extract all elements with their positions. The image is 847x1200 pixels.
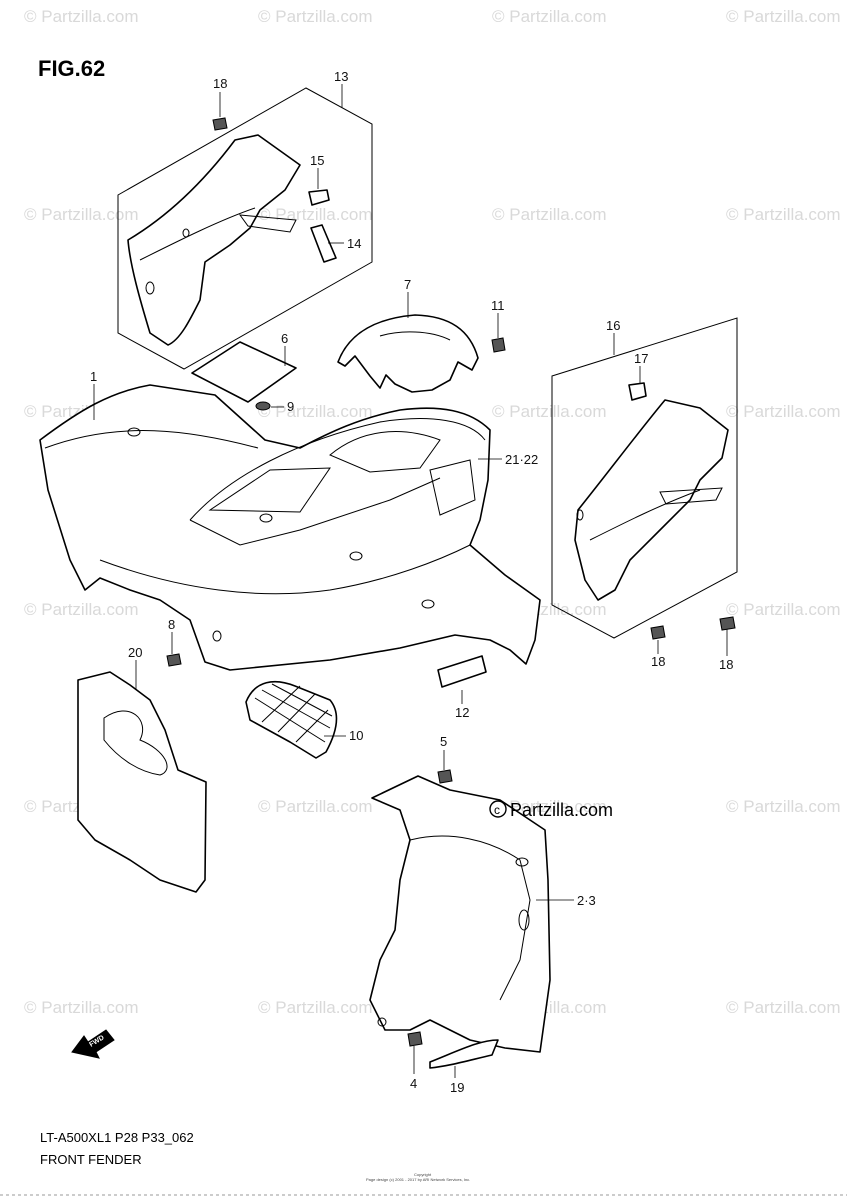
- callout-17[interactable]: 17: [634, 351, 648, 366]
- watermark-text: © Partzilla.com: [726, 797, 841, 816]
- part-18-screw-right[interactable]: [719, 616, 736, 631]
- callout-15[interactable]: 15: [310, 153, 324, 168]
- callout-6[interactable]: 6: [281, 331, 288, 346]
- figure-title: FIG.62: [38, 56, 105, 81]
- watermark-text: © Partzilla.com: [258, 998, 373, 1017]
- watermark-text: © Partzilla.com: [726, 402, 841, 421]
- watermark-text: © Partzilla.com: [492, 7, 607, 26]
- brand-text: Partzilla.com: [510, 800, 613, 820]
- part-8-screw[interactable]: [166, 653, 182, 667]
- part-11-nut[interactable]: [491, 337, 506, 353]
- callout-18-mid[interactable]: 18: [651, 654, 665, 669]
- callouts: 18 13 15 14 7 11 16 17 6 1 9 21·22 8 20 …: [90, 69, 733, 1095]
- part-13-group: [117, 87, 373, 370]
- group-box-13: [117, 87, 373, 370]
- copyright-line-1: Copyright: [414, 1172, 432, 1177]
- callout-16[interactable]: 16: [606, 318, 620, 333]
- watermark-text: © Partzilla.com: [24, 205, 139, 224]
- part-13-inner-panel[interactable]: [127, 134, 301, 346]
- group-box-16: [551, 317, 738, 639]
- watermark-text: © Partzilla.com: [726, 205, 841, 224]
- callout-20[interactable]: 20: [128, 645, 142, 660]
- part-18-screw-mid[interactable]: [650, 625, 666, 640]
- callout-7[interactable]: 7: [404, 277, 411, 292]
- part-1-front-fender[interactable]: [39, 384, 541, 671]
- part-2-3-inner-fender[interactable]: [369, 775, 551, 1053]
- fwd-arrow-icon: FWD: [71, 1029, 115, 1059]
- callout-18-top[interactable]: 18: [213, 76, 227, 91]
- callout-10[interactable]: 10: [349, 728, 363, 743]
- watermark-text: © Partzilla.com: [24, 600, 139, 619]
- footer-section-title: FRONT FENDER: [40, 1152, 142, 1167]
- part-4-screw[interactable]: [407, 1031, 423, 1047]
- watermark-text: © Partzilla.com: [492, 205, 607, 224]
- callout-5[interactable]: 5: [440, 734, 447, 749]
- callout-4[interactable]: 4: [410, 1076, 417, 1091]
- part-15-cap[interactable]: [308, 189, 330, 206]
- part-17-cap[interactable]: [628, 382, 647, 401]
- part-5-screw[interactable]: [437, 769, 453, 784]
- footer-model-code: LT-A500XL1 P28 P33_062: [40, 1130, 194, 1145]
- part-10-grille[interactable]: [245, 680, 338, 759]
- watermark-text: © Partzilla.com: [258, 797, 373, 816]
- callout-14[interactable]: 14: [347, 236, 361, 251]
- partzilla-brand-mark: c Partzilla.com: [489, 800, 613, 820]
- part-9-grommet[interactable]: [255, 401, 271, 411]
- watermark-text: © Partzilla.com: [24, 998, 139, 1017]
- callout-9[interactable]: 9: [287, 399, 294, 414]
- part-7-center-cover[interactable]: [337, 314, 479, 393]
- watermark-text: © Partzilla.com: [726, 998, 841, 1017]
- part-12-reflector[interactable]: [437, 655, 487, 688]
- watermark-text: © Partzilla.com: [492, 402, 607, 421]
- part-19-strip[interactable]: [429, 1039, 499, 1069]
- watermark-text: © Partzilla.com: [726, 7, 841, 26]
- part-16-group: [551, 317, 738, 640]
- callout-12[interactable]: 12: [455, 705, 469, 720]
- watermark-text: © Partzilla.com: [726, 600, 841, 619]
- part-18-screw-top[interactable]: [212, 117, 228, 131]
- part-20-mud-flap[interactable]: [77, 671, 207, 893]
- callout-13[interactable]: 13: [334, 69, 348, 84]
- callout-19[interactable]: 19: [450, 1080, 464, 1095]
- callout-11[interactable]: 11: [491, 298, 505, 313]
- leader-lines: [93, 84, 728, 1078]
- svg-text:c: c: [494, 803, 500, 817]
- callout-18-right[interactable]: 18: [719, 657, 733, 672]
- part-6-plate[interactable]: [191, 341, 297, 403]
- copyright-line-2: Page design (c) 2001 - 2017 by ARI Netwo…: [366, 1177, 470, 1182]
- callout-1[interactable]: 1: [90, 369, 97, 384]
- watermark-text: © Partzilla.com: [258, 205, 373, 224]
- callout-21-22[interactable]: 21·22: [505, 452, 538, 467]
- part-14-pad[interactable]: [310, 224, 337, 263]
- watermark-text: © Partzilla.com: [492, 797, 607, 816]
- callout-2-3[interactable]: 2·3: [577, 893, 596, 908]
- watermark-text: © Partzilla.com: [258, 7, 373, 26]
- part-16-inner-panel[interactable]: [574, 399, 729, 601]
- watermark-text: © Partzilla.com: [24, 7, 139, 26]
- callout-8[interactable]: 8: [168, 617, 175, 632]
- watermark-text: © Partzilla.com: [258, 402, 373, 421]
